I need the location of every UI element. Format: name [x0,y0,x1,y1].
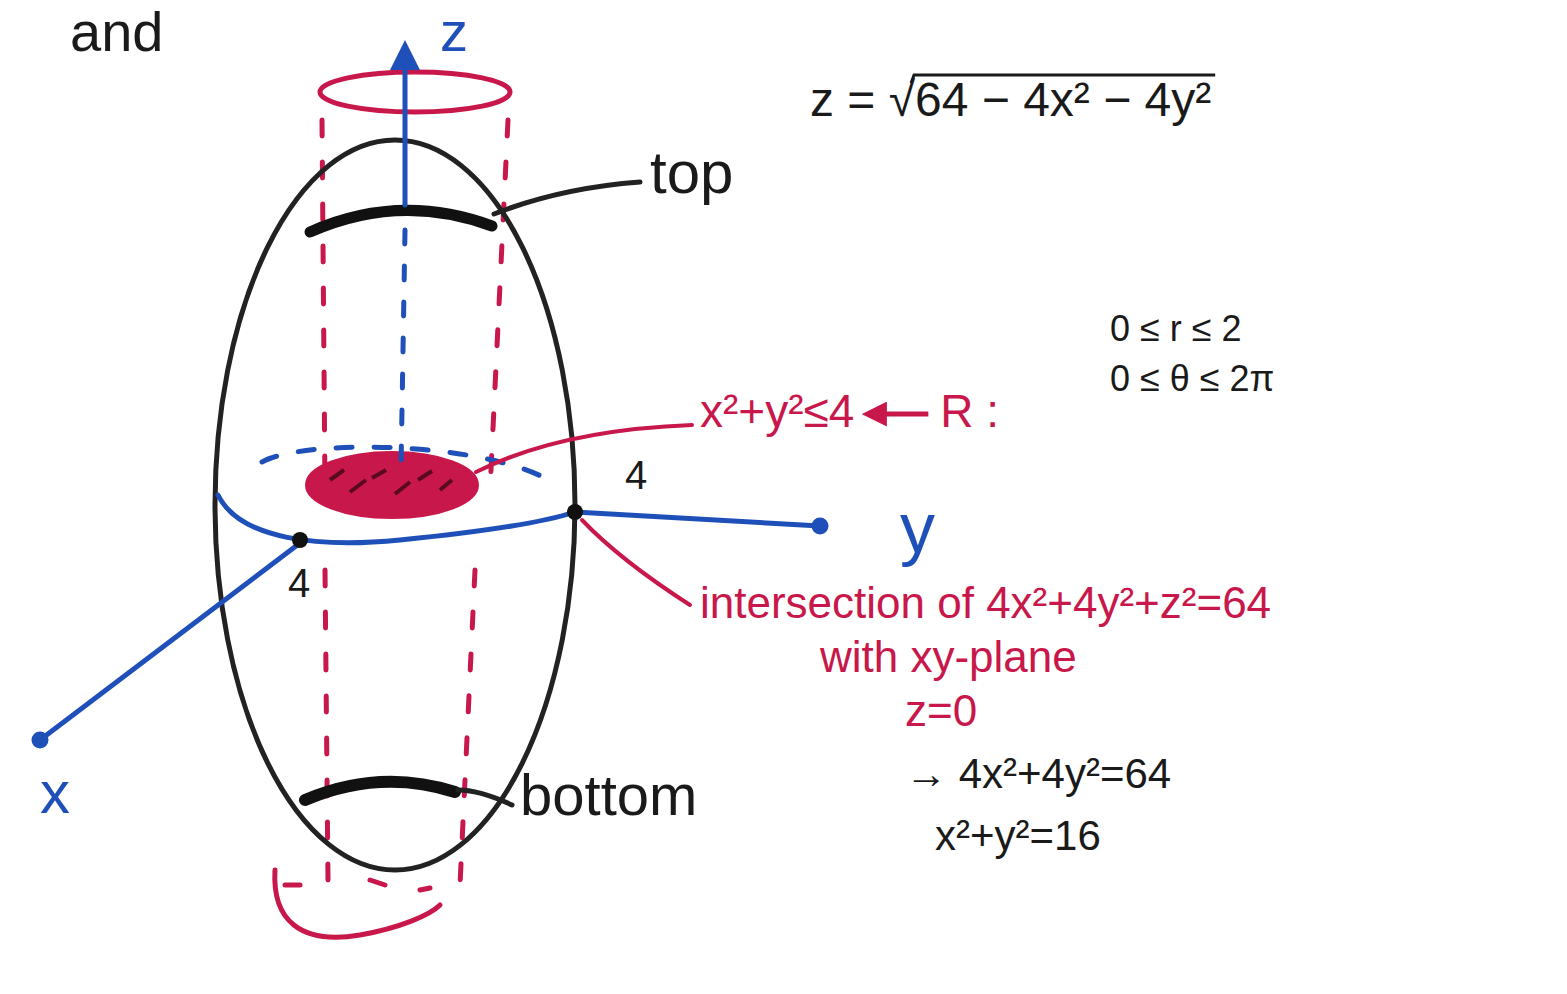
axis-end-dot [814,520,826,532]
cylinder-top-rim [320,72,510,112]
z-axis [403,55,408,205]
axis-label: y [900,488,935,569]
axis-label: z [440,0,468,64]
fragment-text: and [70,0,163,64]
region-name: R : [940,385,999,438]
equation: z = √64 − 4x² − 4y² [810,72,1211,127]
part-label: bottom [520,762,697,829]
cylinder-bottom-back [285,880,430,890]
cylinder-wall [490,120,508,490]
equator-front [218,495,575,543]
cylinder-wall [322,120,325,490]
part-label: top [650,138,733,207]
equation: → 4x²+4y²=64 [905,750,1171,798]
bottom-leader [458,790,512,805]
intercept-dot [567,504,583,520]
intercept-dot [292,532,308,548]
cylinder [275,72,510,937]
region-leader [476,425,692,472]
top-surface [310,210,492,232]
note: z=0 [905,686,977,737]
axis-label: x [40,758,70,827]
equator-back [262,447,545,478]
region-label: x²+y²≤4 [700,385,854,438]
equation: x²+y²=16 [935,812,1101,860]
note: intersection of 4x²+4y²+z²=64 [700,578,1271,629]
intercept-value: 4 [288,560,310,606]
x-axis [40,543,300,740]
intercept-value: 4 [625,452,647,498]
ellipsoid-outline [215,140,575,870]
z-axis-hidden [401,230,405,470]
y-axis [575,512,820,526]
axis-end-dot [34,734,46,746]
cylinder-wall [325,570,328,880]
region-disk [307,453,477,517]
cylinder-bottom-rim [275,870,440,937]
bound: 0 ≤ r ≤ 2 [1110,308,1242,349]
top-leader [494,182,640,214]
intersection-leader [582,520,690,605]
bound: 0 ≤ θ ≤ 2π [1110,358,1274,399]
region-hatching [330,470,452,494]
note: with xy-plane [820,632,1077,683]
region-arrow [874,412,928,417]
bottom-surface [305,782,455,800]
